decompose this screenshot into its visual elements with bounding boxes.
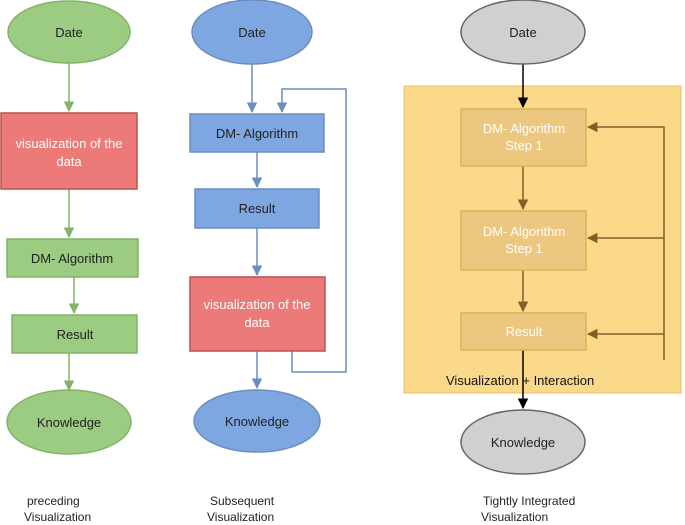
- caption-line2: Visualization: [207, 510, 274, 524]
- visualization-label-line1: visualization of the: [204, 297, 311, 312]
- algorithm-box: [6, 238, 139, 278]
- algorithm-step2-box: [460, 210, 587, 271]
- algorithm-step1-box: [460, 108, 587, 167]
- result-box: [194, 188, 320, 229]
- feedback-loop-arrow: [276, 88, 347, 373]
- caption-line2: Visualization: [481, 510, 548, 524]
- algorithm-label: DM- Algorithm: [216, 126, 298, 141]
- date-label: Date: [238, 25, 265, 40]
- result-label: Result: [57, 327, 94, 342]
- preceding-column: Date visualization of the data DM- Algor…: [0, 0, 139, 524]
- result-label: Result: [239, 201, 276, 216]
- visualization-label-line2: data: [244, 315, 270, 330]
- knowledge-node: [460, 409, 586, 475]
- knowledge-label: Knowledge: [491, 435, 555, 450]
- result-label: Result: [506, 324, 543, 339]
- knowledge-label: Knowledge: [37, 415, 101, 430]
- visualization-label-line1: visualization of the: [16, 136, 123, 151]
- panel-label: Visualization + Interaction: [446, 373, 594, 388]
- algorithm-box: [189, 113, 325, 153]
- result-box: [11, 314, 138, 354]
- algorithm-step2-line2: Step 1: [505, 241, 543, 256]
- algorithm-step1-line1: DM- Algorithm: [483, 121, 565, 136]
- date-label: Date: [509, 25, 536, 40]
- visualization-label-line2: data: [56, 154, 82, 169]
- knowledge-label: Knowledge: [225, 414, 289, 429]
- knowledge-node: [193, 389, 321, 453]
- caption-line1: Subsequent: [210, 494, 275, 508]
- algorithm-label: DM- Algorithm: [31, 251, 113, 266]
- visualization-box: [189, 276, 326, 352]
- caption-line1: preceding: [27, 494, 80, 508]
- feedback-arrow-step1: [586, 121, 665, 360]
- algorithm-step2-line1: DM- Algorithm: [483, 224, 565, 239]
- result-box: [460, 312, 587, 351]
- knowledge-node: [6, 389, 132, 455]
- date-node: [7, 0, 131, 64]
- algorithm-step1-line2: Step 1: [505, 138, 543, 153]
- caption-line1: Tightly Integrated: [483, 494, 575, 508]
- visualization-box: [0, 112, 138, 190]
- date-node: [460, 0, 586, 65]
- caption-line2: Visualization: [24, 510, 91, 524]
- tightly-integrated-column: Date DM- Algorithm Step 1 DM- Algorithm …: [403, 0, 682, 524]
- subsequent-column: Date DM- Algorithm Result visualization …: [189, 0, 347, 524]
- date-node: [191, 0, 313, 65]
- date-label: Date: [55, 25, 82, 40]
